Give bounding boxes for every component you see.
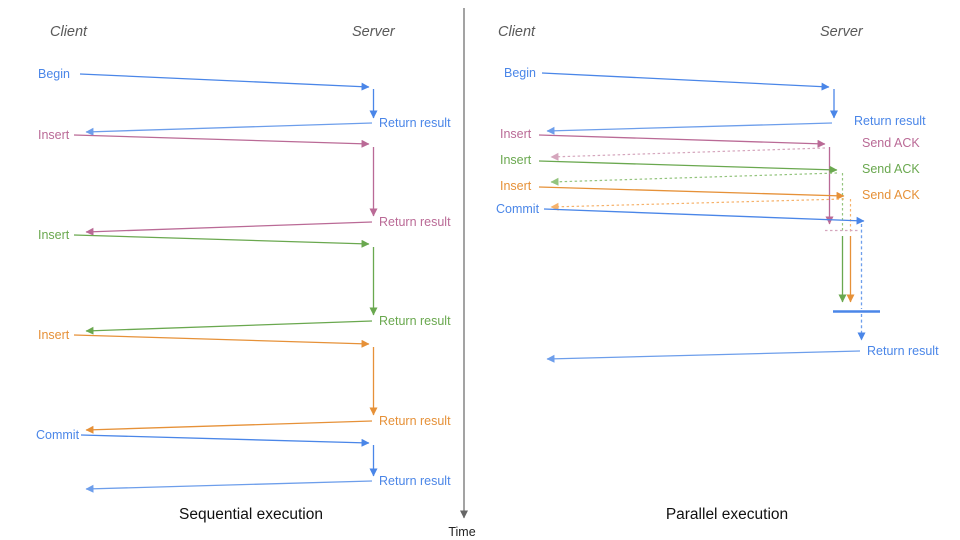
par-commit-response-arrow	[546, 350, 861, 363]
seq-insert2-response-label: Return result	[379, 314, 451, 328]
sequential-caption: Sequential execution	[179, 506, 323, 523]
parallel-panel: Client Server Begin Return result Insert…	[496, 24, 939, 523]
seq-insert2-response-arrow	[85, 320, 373, 335]
par-begin-response-label: Return result	[854, 114, 926, 128]
seq-insert3-request-arrow	[73, 334, 370, 348]
par-insert3-ack-arrow	[550, 198, 845, 211]
par-insert1-label: Insert	[500, 127, 532, 141]
seq-insert1-response-label: Return result	[379, 215, 451, 229]
seq-insert2-request-arrow	[73, 234, 370, 248]
seq-commit-label: Commit	[36, 428, 80, 442]
par-commit-request-arrow	[543, 208, 865, 225]
seq-insert3-label: Insert	[38, 328, 70, 342]
seq-commit-request-arrow	[80, 434, 370, 447]
sequential-client-header: Client	[50, 24, 88, 40]
seq-begin-response-label: Return result	[379, 116, 451, 130]
par-begin-response-arrow	[546, 122, 833, 135]
seq-commit-response-label: Return result	[379, 474, 451, 488]
par-insert2-request-arrow	[538, 160, 838, 174]
seq-insert2-label: Insert	[38, 228, 70, 242]
par-insert3-ack-label: Send ACK	[862, 188, 920, 202]
seq-commit-response-arrow	[85, 480, 373, 493]
par-insert3-request-arrow	[538, 186, 845, 200]
seq-insert1-label: Insert	[38, 128, 70, 142]
par-insert2-ack-arrow	[550, 172, 838, 186]
seq-begin-request-arrow	[79, 73, 370, 91]
seq-insert1-response-arrow	[85, 221, 373, 236]
seq-insert3-response-arrow	[85, 420, 373, 434]
sequential-panel: Client Server Begin Return result Insert…	[36, 24, 451, 523]
par-insert1-request-arrow	[538, 134, 826, 148]
par-commit-response-label: Return result	[867, 344, 939, 358]
par-insert2-label: Insert	[500, 153, 532, 167]
time-axis: Time	[448, 8, 476, 539]
par-insert2-ack-label: Send ACK	[862, 162, 920, 176]
parallel-server-header: Server	[820, 24, 864, 40]
seq-begin-label: Begin	[38, 67, 70, 81]
sequential-server-header: Server	[352, 24, 396, 40]
time-axis-label: Time	[448, 525, 475, 539]
par-insert1-ack-label: Send ACK	[862, 136, 920, 150]
par-insert3-label: Insert	[500, 179, 532, 193]
parallel-client-header: Client	[498, 24, 536, 40]
par-begin-label: Begin	[504, 66, 536, 80]
seq-insert3-response-label: Return result	[379, 414, 451, 428]
par-begin-request-arrow	[541, 72, 830, 91]
parallel-caption: Parallel execution	[666, 506, 788, 523]
seq-begin-response-arrow	[85, 122, 373, 136]
par-commit-label: Commit	[496, 202, 540, 216]
par-insert1-ack-arrow	[550, 147, 826, 161]
seq-insert1-request-arrow	[73, 134, 370, 148]
